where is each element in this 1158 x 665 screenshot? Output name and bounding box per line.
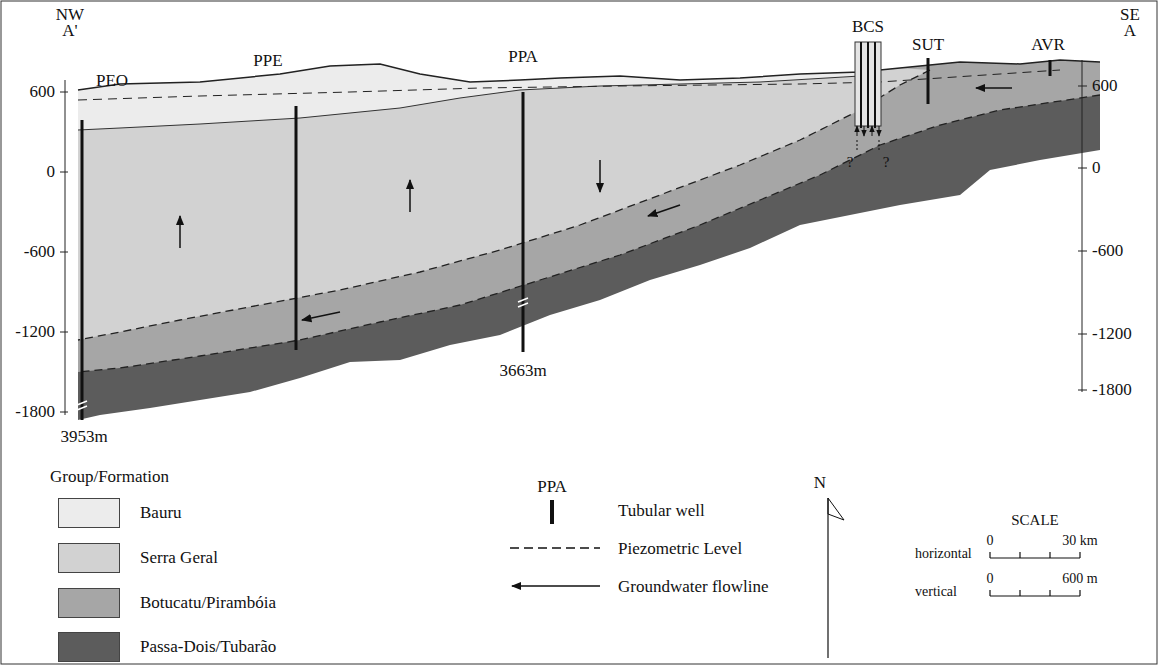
well-symbol xyxy=(550,500,554,524)
legend-swatch xyxy=(58,588,120,618)
north-arrow xyxy=(827,498,828,658)
well-name: PPE xyxy=(253,52,282,71)
legend-swatch xyxy=(58,632,120,662)
elevation-tick: 0 xyxy=(47,163,56,182)
elevation-tick: 600 xyxy=(30,83,56,102)
legend-text: Passa-Dois/Tubarão xyxy=(140,638,276,657)
scale-value: 30 km xyxy=(1062,533,1097,548)
well-name: PEO xyxy=(96,72,128,91)
elevation-tick: -1800 xyxy=(15,403,55,422)
unknown-mark: ? xyxy=(847,154,854,171)
legend-text: Piezometric Level xyxy=(618,540,742,559)
elevation-tick: -1200 xyxy=(1092,325,1132,344)
north-label: N xyxy=(814,474,826,493)
elevation-tick: 600 xyxy=(1092,77,1118,96)
well-break xyxy=(77,298,528,410)
north-arrow-head xyxy=(828,498,844,520)
scale-value: 0 xyxy=(987,571,994,586)
elevation-tick: -600 xyxy=(24,243,55,262)
serra-geral-layer xyxy=(78,64,930,340)
piezometric-level xyxy=(78,70,1060,100)
serra-geral-base xyxy=(78,70,930,340)
legend-text: Bauru xyxy=(140,504,182,523)
legend-text: Botucatu/Pirambóia xyxy=(140,594,276,613)
bauru-layer xyxy=(78,64,860,130)
elevation-tick: -600 xyxy=(1092,242,1123,261)
bcs-wells xyxy=(861,42,875,128)
well-depth: 3663m xyxy=(499,362,546,381)
passa-dois-layer xyxy=(78,60,1100,420)
legend-swatch xyxy=(58,498,120,528)
bcs-small-arrows xyxy=(857,126,879,152)
botucatu-base xyxy=(78,95,1100,372)
bauru-base xyxy=(78,76,860,130)
elevation-tick: 0 xyxy=(1092,159,1101,178)
scale-value: 0 xyxy=(987,533,994,548)
piezometric-symbol xyxy=(510,547,600,549)
unknown-mark: ? xyxy=(883,154,890,171)
well-name: AVR xyxy=(1031,36,1065,55)
scale-label: horizontal xyxy=(915,546,972,561)
legend-swatch xyxy=(58,543,120,573)
groundwater-flowlines xyxy=(180,88,1012,320)
well-depth: 3953m xyxy=(60,428,107,447)
tubular-wells xyxy=(82,58,1050,420)
section-end-label: A' xyxy=(62,22,77,41)
ground-surface xyxy=(78,60,1100,90)
flowline-symbol xyxy=(512,585,600,587)
legend-heading: Group/Formation xyxy=(50,468,169,487)
axis-ticks xyxy=(60,60,1087,412)
well-name: BCS xyxy=(852,18,884,37)
scale-title: SCALE xyxy=(1011,512,1059,529)
scale-label: vertical xyxy=(915,584,957,599)
elevation-tick: -1800 xyxy=(1092,381,1132,400)
well-name: SUT xyxy=(912,36,944,55)
legend-text: Groundwater flowline xyxy=(618,578,769,597)
left-axis xyxy=(65,80,66,415)
well-name: PPA xyxy=(508,48,538,67)
legend-text: Serra Geral xyxy=(140,549,218,568)
scale-value: 600 m xyxy=(1062,571,1097,586)
section-end-label: A xyxy=(1124,22,1136,41)
botucatu-layer xyxy=(78,60,1100,372)
legend-well-name: PPA xyxy=(537,478,567,497)
elevation-tick: -1200 xyxy=(15,323,55,342)
legend-text: Tubular well xyxy=(618,502,705,521)
